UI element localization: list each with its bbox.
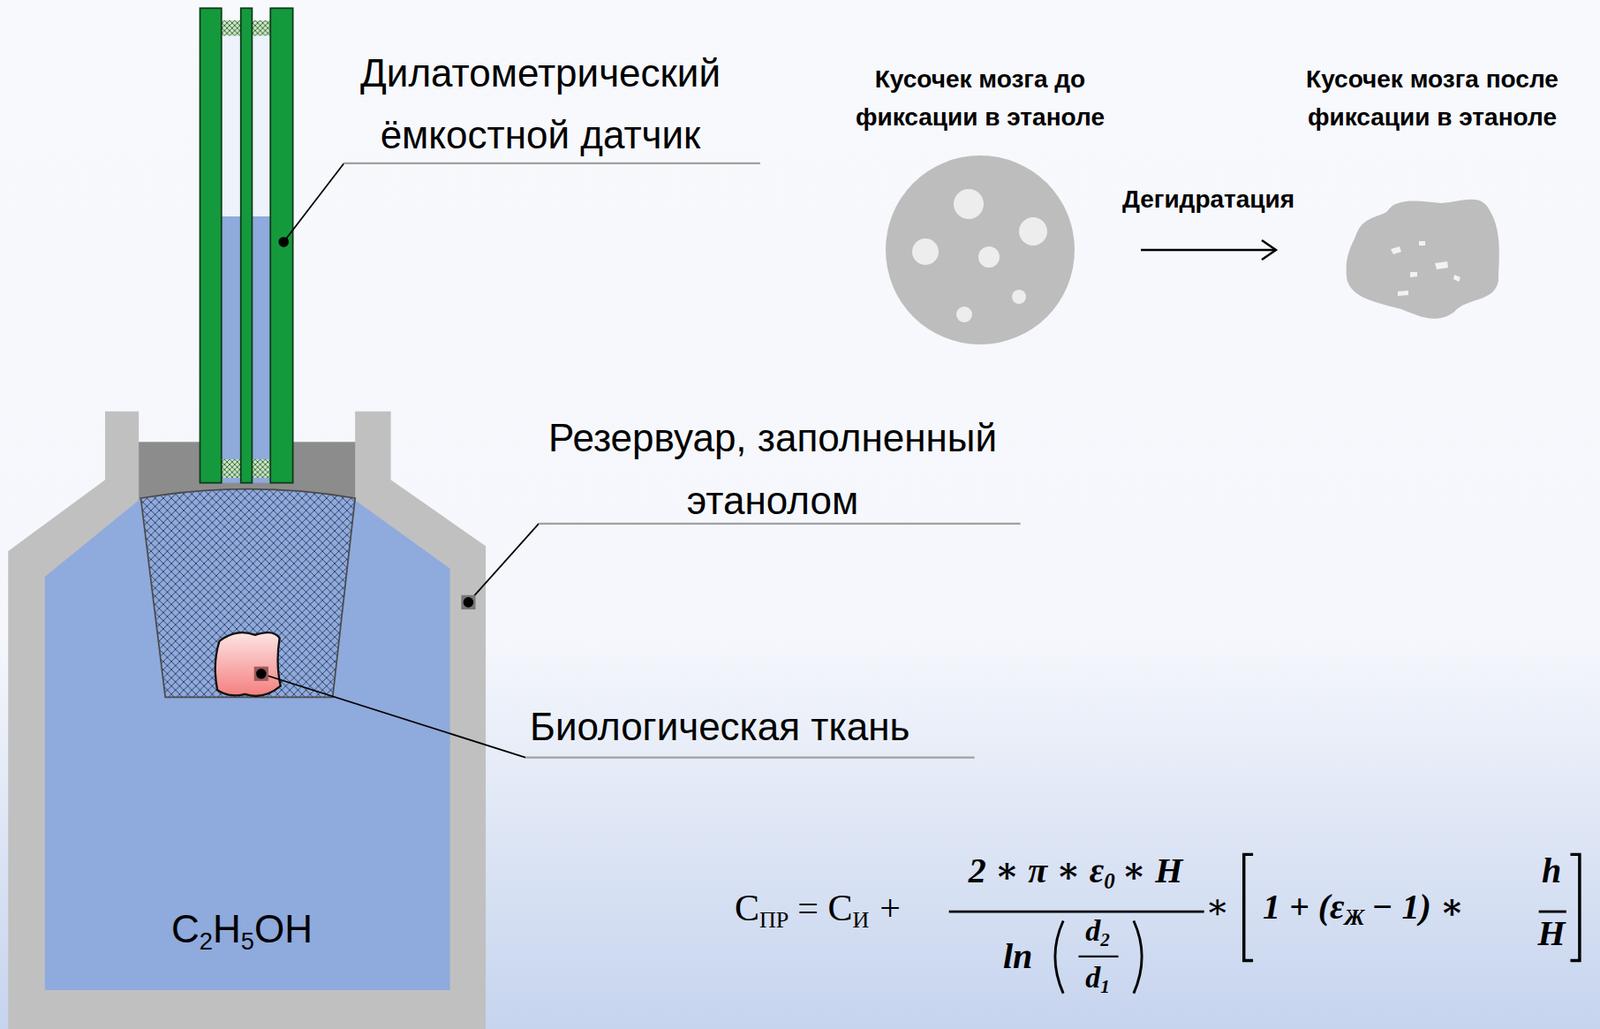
pore — [978, 246, 1000, 268]
formula-text: H — [1537, 913, 1565, 953]
formula-ln: ln — [1003, 935, 1033, 978]
pore — [1018, 217, 1048, 246]
sensor-electrode — [241, 7, 253, 483]
pore — [953, 188, 984, 219]
formula-text: OH — [254, 906, 313, 951]
formula-text: d — [1085, 960, 1101, 994]
arrow-shaft — [1140, 249, 1276, 252]
subscript: Ж — [1344, 905, 1366, 929]
reservoir-label: Резервуар, заполненный этанолом — [490, 406, 1056, 532]
sample-shape — [1277, 60, 1587, 345]
edge-label: Дегидратация — [1122, 181, 1295, 218]
pore — [956, 306, 973, 323]
leader-dots — [254, 236, 476, 681]
shrunken-tissue — [1346, 199, 1500, 319]
sensor-label: Дилатометрический ёмкостной датчик — [310, 42, 770, 167]
subscript: 5 — [241, 927, 255, 955]
formula-small-den: d1 — [1085, 959, 1110, 999]
tissue-circle — [885, 155, 1075, 345]
subscript: ПР — [759, 906, 789, 933]
brain-sample-before: Кусочек мозга до фиксации в этаноле — [821, 60, 1140, 345]
tissue-sample — [215, 632, 281, 696]
chemical-formula: C2H5OH — [171, 905, 313, 957]
pore — [1011, 289, 1027, 304]
formula-small-num: d2 — [1085, 913, 1110, 952]
mesh-basket — [140, 489, 355, 698]
formula-text: H — [212, 906, 242, 951]
formula-text: = С — [797, 887, 853, 929]
arrow-head — [1261, 240, 1276, 260]
formula-text: ∗ H — [1122, 850, 1184, 891]
formula-text: d — [1085, 913, 1101, 947]
pore — [1453, 274, 1461, 282]
formula-text: 1 + (ε — [1262, 886, 1345, 927]
formula-H: H — [1537, 912, 1565, 955]
formula-text: 2 ∗ π ∗ ε — [968, 850, 1105, 891]
sensor-electrode — [270, 7, 293, 483]
subscript: 2 — [199, 927, 213, 955]
formula-text: − 1) ∗ — [1371, 886, 1465, 927]
tissue-label: Биологическая ткань — [529, 695, 954, 758]
formula-h: h — [1541, 849, 1562, 892]
brain-sample-after: Кусочек мозга после фиксации в этаноле — [1277, 60, 1587, 345]
formula-numerator: 2 ∗ π ∗ ε0 ∗ H — [968, 849, 1184, 895]
subscript: 1 — [1100, 975, 1110, 997]
formula-operator: ∗ — [1205, 885, 1230, 929]
formula-text: ∗ — [1205, 886, 1230, 927]
reservoir-wall — [7, 411, 486, 1029]
pore — [1418, 241, 1426, 246]
formula-bracket-body: 1 + (εЖ− 1) ∗ — [1262, 885, 1465, 931]
formula-text: C — [171, 906, 200, 951]
formula-text: ln — [1003, 935, 1033, 976]
subscript: И — [852, 906, 870, 933]
pore — [912, 238, 939, 265]
process-arrow — [1140, 240, 1276, 260]
formula-text: h — [1541, 850, 1562, 891]
subscript: 0 — [1103, 868, 1115, 893]
subscript: 2 — [1100, 928, 1110, 951]
formula-text: + — [879, 887, 901, 929]
sample-shape — [821, 60, 1140, 345]
pore — [1397, 290, 1409, 296]
sample-heading: Кусочек мозга до фиксации в этаноле — [821, 60, 1140, 136]
pore — [1390, 246, 1402, 255]
formula-text: С — [734, 887, 760, 929]
sample-heading: Кусочек мозга после фиксации в этаноле — [1277, 60, 1587, 136]
pore — [1434, 261, 1449, 270]
pore — [1410, 271, 1418, 278]
formula-lhs: СПР = СИ + — [734, 885, 901, 934]
sensor-electrode — [200, 7, 222, 483]
